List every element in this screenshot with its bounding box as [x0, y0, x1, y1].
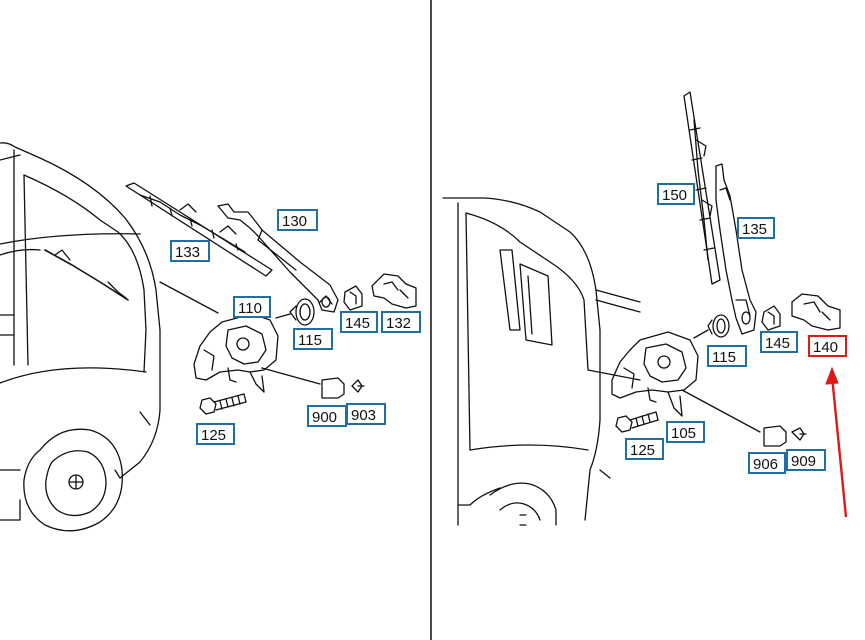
callout-110: 110	[233, 296, 271, 318]
wiper-blade-icon	[125, 182, 273, 277]
callout-135: 135	[737, 217, 775, 239]
clip-icon	[321, 377, 365, 399]
wiper-motor-icon	[611, 329, 761, 433]
callout-150: 150	[657, 183, 695, 205]
callout-903: 903	[346, 403, 386, 425]
callout-140-highlighted: 140	[808, 335, 847, 357]
callout-130: 130	[277, 209, 318, 231]
nut-icon	[343, 285, 363, 311]
callout-115: 115	[707, 345, 747, 367]
callout-906: 906	[748, 452, 786, 474]
callout-145: 145	[340, 311, 378, 333]
grommet-icon	[289, 298, 315, 326]
callout-909: 909	[786, 449, 826, 471]
wiper-arm-icon	[715, 163, 757, 335]
grommet-icon	[707, 314, 730, 338]
arrow-up-icon	[825, 366, 848, 518]
cap-icon	[371, 273, 417, 309]
wiper-motor-icon	[193, 313, 321, 393]
callout-132: 132	[381, 311, 421, 333]
callout-145: 145	[760, 331, 798, 353]
van-outline-icon	[442, 197, 641, 526]
bolt-icon	[199, 393, 247, 415]
clip-icon	[763, 425, 807, 447]
callout-900: 900	[307, 405, 347, 427]
van-outline-icon	[0, 142, 219, 532]
wiper-arm-icon	[217, 203, 339, 313]
nut-icon	[761, 305, 781, 331]
callout-125: 125	[625, 438, 664, 460]
callout-105: 105	[666, 421, 705, 443]
callout-125: 125	[196, 423, 235, 445]
bolt-icon	[615, 411, 659, 433]
cap-icon	[791, 293, 841, 331]
callout-115: 115	[293, 328, 333, 350]
wiper-blade-icon	[683, 91, 721, 285]
callout-133: 133	[170, 240, 210, 262]
